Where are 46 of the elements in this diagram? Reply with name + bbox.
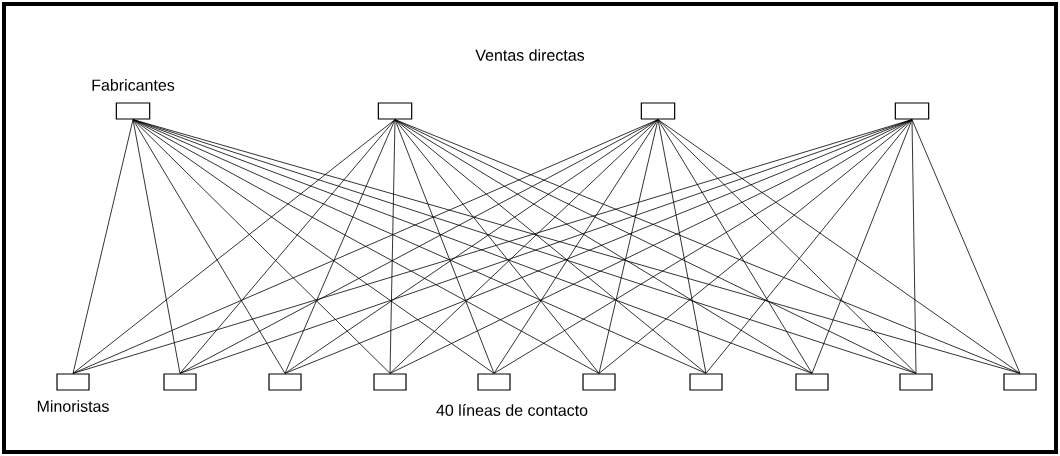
box bbox=[795, 373, 829, 391]
box bbox=[373, 373, 407, 391]
connector-line bbox=[72, 119, 134, 374]
connector-line bbox=[598, 119, 659, 374]
box bbox=[689, 373, 723, 391]
group-label: Fabricantes bbox=[92, 79, 175, 91]
box bbox=[115, 102, 151, 120]
connector-line bbox=[394, 119, 600, 374]
connector-line bbox=[132, 119, 181, 374]
connector-line bbox=[657, 119, 813, 374]
connector-line bbox=[657, 119, 707, 374]
connector-line bbox=[705, 119, 913, 374]
box bbox=[477, 373, 511, 391]
group-label: Minoristas bbox=[37, 400, 109, 412]
connector-line bbox=[179, 119, 396, 374]
box bbox=[640, 102, 676, 120]
connector-line bbox=[132, 119, 600, 374]
connector-line bbox=[284, 119, 396, 374]
connector-line bbox=[389, 119, 659, 374]
connector-line bbox=[811, 119, 913, 374]
connector-line bbox=[657, 119, 1021, 374]
box bbox=[894, 102, 930, 120]
connector-line bbox=[493, 119, 659, 374]
connector-line bbox=[394, 119, 707, 374]
connector-line bbox=[389, 119, 396, 374]
box bbox=[377, 102, 413, 120]
box bbox=[268, 373, 302, 391]
connector-line bbox=[657, 119, 917, 374]
connector-line bbox=[394, 119, 1021, 374]
box bbox=[1003, 373, 1037, 391]
caption: 40 líneas de contacto bbox=[436, 404, 588, 416]
box bbox=[56, 373, 90, 391]
connector-line bbox=[132, 119, 286, 374]
title: Ventas directas bbox=[475, 49, 585, 61]
box bbox=[163, 373, 197, 391]
connector-line bbox=[911, 119, 917, 374]
box bbox=[582, 373, 616, 391]
connector-line bbox=[493, 119, 913, 374]
connector-line bbox=[132, 119, 391, 374]
connector-line bbox=[284, 119, 659, 374]
connector-line bbox=[72, 119, 396, 374]
box bbox=[899, 373, 933, 391]
connector-line bbox=[598, 119, 913, 374]
connector-line bbox=[394, 119, 495, 374]
connector-line bbox=[132, 119, 707, 374]
connector-line bbox=[911, 119, 1021, 374]
